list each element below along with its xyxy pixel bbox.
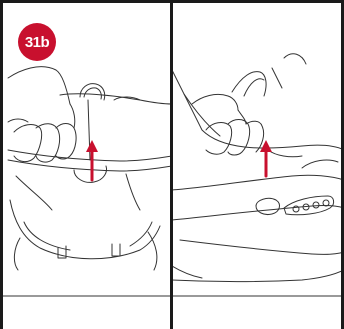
- up-arrow-icon: [260, 140, 272, 178]
- right-illustration: [172, 53, 344, 297]
- frame-border-left: [0, 0, 3, 329]
- panel-left: 31b: [0, 23, 172, 297]
- frame-border-right: [341, 0, 344, 329]
- panel-divider: [170, 0, 173, 329]
- panel-right: [172, 0, 344, 329]
- left-illustration: [0, 66, 172, 297]
- up-arrow-icon: [86, 140, 98, 182]
- step-number-label: 31b: [24, 33, 50, 51]
- step-number-badge: 31b: [18, 23, 56, 61]
